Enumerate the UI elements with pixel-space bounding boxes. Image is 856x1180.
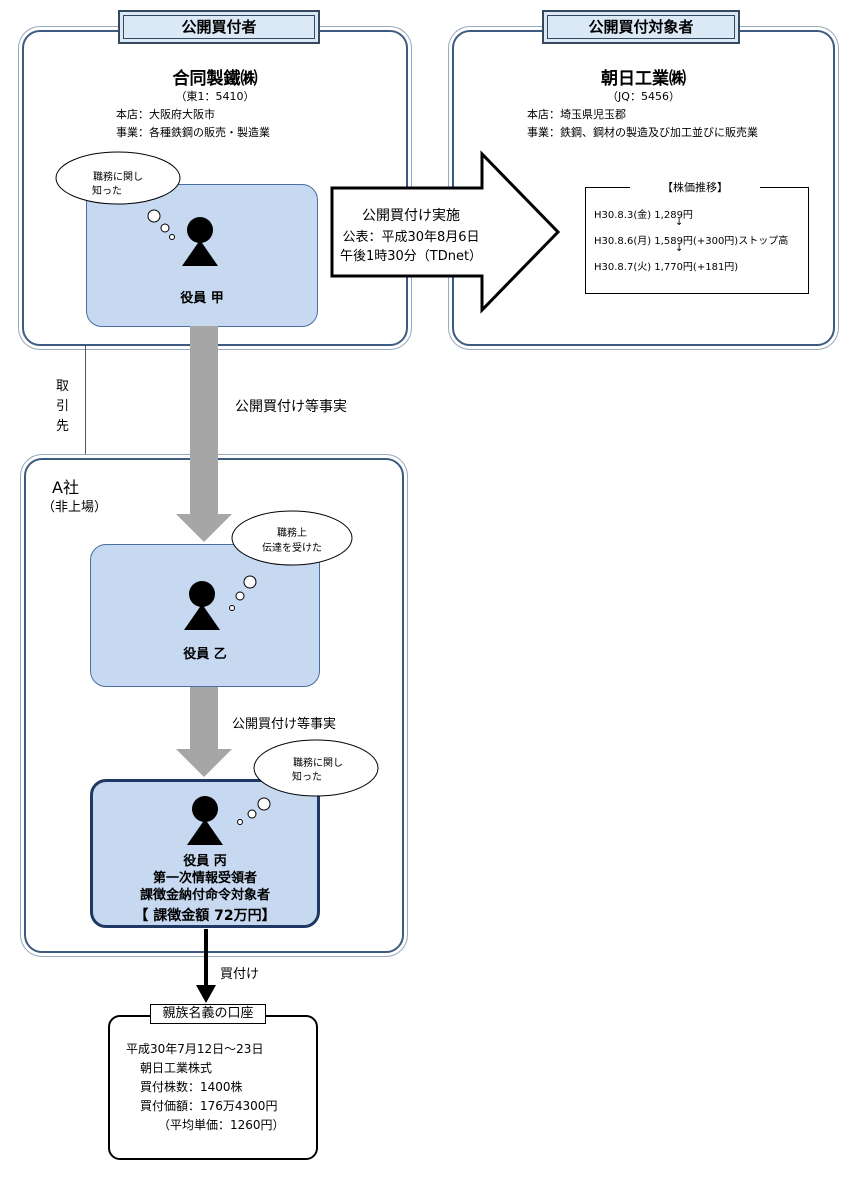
thought-c-line2: 知った: [292, 772, 322, 783]
company-a-note: （非上場）: [42, 500, 108, 515]
stock-row-2: H30.8.6(月) 1,589円(+300円)ストップ高: [594, 236, 789, 247]
person-icon-a: [182, 217, 218, 266]
thought-a-line1: 職務に関し: [93, 172, 143, 183]
flow-label-1: 公開買付け等事実: [235, 399, 347, 415]
tender-offer-line1: 公開買付け実施: [362, 208, 460, 224]
tender-offer-arrow: [330, 150, 561, 314]
stock-arrow-1: ↓: [675, 217, 684, 228]
officer-c-role1: 第一次情報受領者: [152, 871, 257, 886]
thought-b-line1: 職務上: [277, 528, 307, 539]
account-stock: 朝日工業株式: [140, 1061, 213, 1075]
account-avg: （平均単価：1260円）: [158, 1118, 285, 1132]
offeror-company-name: 合同製鐵㈱: [172, 69, 258, 89]
relation-char-2: 引: [56, 399, 70, 414]
tender-offeror-tab: 公開買付者: [118, 10, 320, 44]
offeror-head-office: 本店：大阪府大阪市: [116, 108, 215, 121]
stock-row-3: H30.8.7(火) 1,770円(+181円): [594, 262, 739, 273]
officer-c-role2: 課徴金納付命令対象者: [139, 888, 270, 903]
thought-cloud-c: [237, 739, 379, 825]
flow-arrow-2: [176, 687, 232, 777]
relation-line: [85, 346, 86, 458]
thought-c-line1: 職務に関し: [293, 758, 343, 769]
officer-b-label: 役員 乙: [183, 647, 227, 662]
person-icon-b: [184, 581, 220, 630]
offeror-business: 事業：各種鉄鋼の販売・製造業: [116, 126, 270, 139]
thought-a-line2: 知った: [92, 186, 122, 197]
account-title: 親族名義の口座: [150, 1004, 266, 1024]
stock-row-1: H30.8.3(金) 1,289円: [594, 210, 693, 221]
target-code: （JQ：5456）: [607, 90, 680, 103]
account-period: 平成30年7月12日～23日: [126, 1042, 264, 1056]
buy-arrow: [196, 929, 216, 1003]
relation-char-3: 先: [56, 419, 70, 434]
target-head-office: 本店：埼玉県児玉郡: [527, 108, 626, 121]
stock-arrow-2: ↓: [675, 243, 684, 254]
stock-price-box: [585, 187, 809, 294]
target-company-name: 朝日工業㈱: [601, 69, 686, 89]
officer-c-label: 役員 丙: [183, 854, 227, 869]
buy-label: 買付け: [220, 967, 260, 982]
tender-offer-line2: 公表：平成30年8月6日: [342, 230, 480, 245]
offeror-code: （東1：5410）: [175, 90, 255, 103]
target-business: 事業：鉄鋼、鋼材の製造及び加工並びに販売業: [527, 126, 758, 139]
thought-b-line2: 伝達を受けた: [262, 543, 322, 554]
person-icon-c: [187, 796, 223, 845]
account-shares: 買付株数：1400株: [140, 1080, 243, 1094]
stock-title: 【株価推移】: [630, 179, 760, 195]
flow-arrow-1: [176, 326, 232, 542]
company-a-name: A社: [52, 478, 79, 497]
relation-char-1: 取: [56, 379, 70, 394]
account-amount: 買付価額：176万4300円: [140, 1099, 278, 1113]
flow-label-2: 公開買付け等事実: [232, 717, 337, 732]
officer-a-label: 役員 甲: [180, 291, 224, 306]
target-tab: 公開買付対象者: [542, 10, 740, 44]
tender-offer-line3: 午後1時30分（TDnet）: [339, 249, 483, 264]
thought-cloud-a: [55, 151, 181, 240]
thought-cloud-b: [229, 510, 353, 611]
officer-c-penalty: 【 課徴金額 72万円】: [134, 908, 276, 924]
